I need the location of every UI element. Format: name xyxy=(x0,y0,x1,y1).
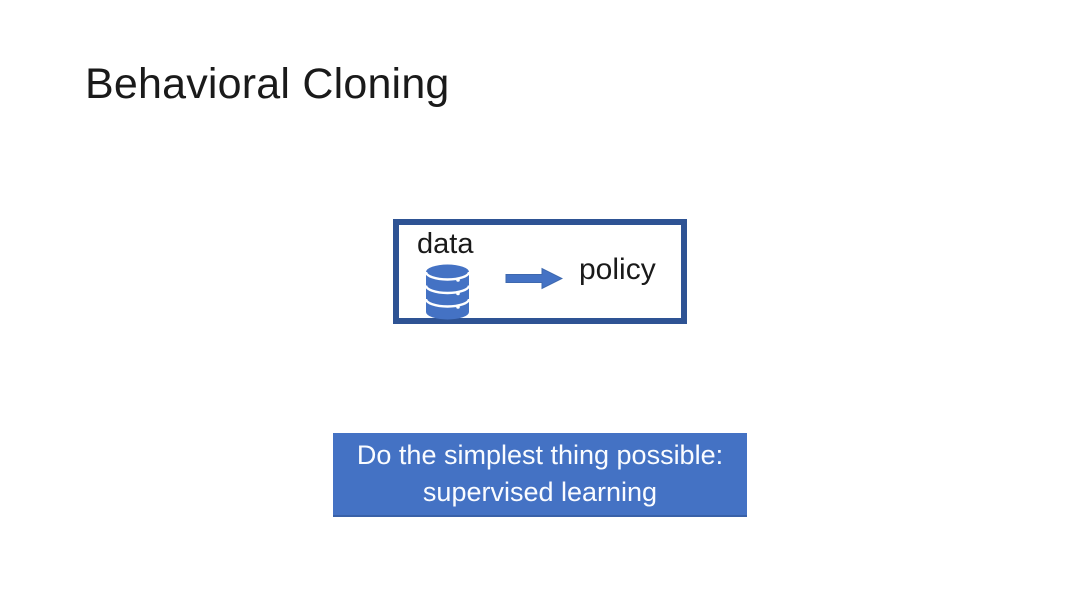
policy-label: policy xyxy=(579,253,656,286)
callout-box: Do the simplest thing possible: supervis… xyxy=(333,433,747,517)
database-icon xyxy=(425,264,470,320)
callout-line-2: supervised learning xyxy=(422,477,658,507)
data-label: data xyxy=(417,228,474,260)
slide-title: Behavioral Cloning xyxy=(85,60,450,108)
right-arrow-icon xyxy=(505,267,563,290)
data-to-policy-box: data policy xyxy=(393,219,687,324)
callout-line-1: Do the simplest thing possible: xyxy=(356,440,724,470)
